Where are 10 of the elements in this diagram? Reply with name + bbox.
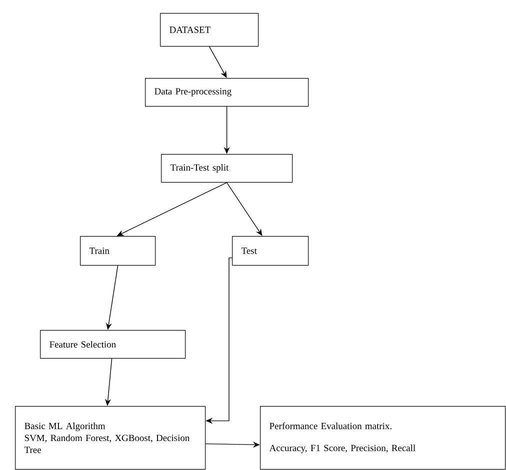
process-box: DATASET	[160, 13, 259, 47]
process-box: Feature Selection	[40, 330, 186, 359]
process-box: Basic ML Algorithm SVM, Random Forest, XGBoost, Decision Tree	[15, 406, 206, 470]
process-box: Train	[80, 236, 156, 266]
process-box: Data Pre-processing	[145, 78, 309, 107]
arrow	[226, 182, 262, 236]
arrow	[208, 46, 227, 78]
process-box: Performance Evaluation matrix. Accuracy, F1 Score, Precision, Recall	[260, 406, 506, 470]
process-box: Test	[232, 236, 309, 266]
process-box: Train-Test split	[161, 154, 293, 183]
